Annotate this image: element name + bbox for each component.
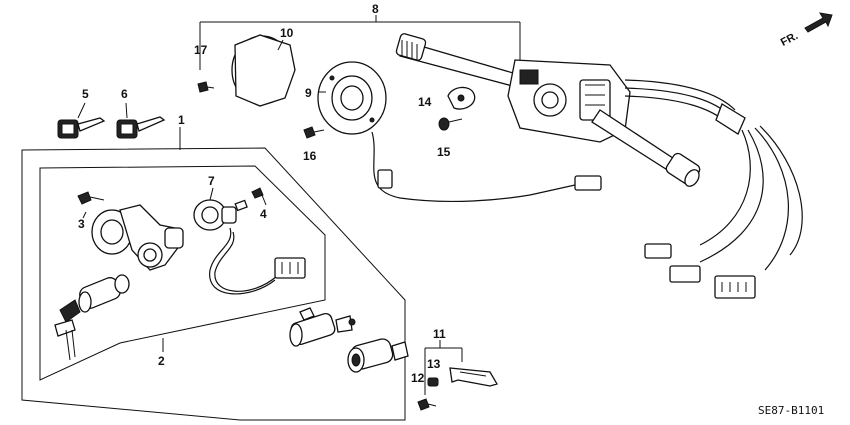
callout-1: 1 bbox=[178, 113, 185, 127]
bracket-part-11 bbox=[449, 367, 498, 387]
callout-12: 12 bbox=[411, 371, 425, 385]
callout-15: 15 bbox=[437, 145, 451, 159]
callout-9: 9 bbox=[305, 86, 312, 100]
screw-part-4 bbox=[234, 187, 267, 212]
connector-a bbox=[644, 243, 672, 259]
ignition-switch-part-7 bbox=[193, 187, 306, 295]
screw-part-16 bbox=[303, 126, 325, 139]
key-part-5 bbox=[57, 102, 106, 139]
clip-part-13 bbox=[427, 377, 439, 387]
door-cylinder-lower bbox=[347, 338, 409, 373]
callout-3: 3 bbox=[78, 217, 85, 231]
forward-arrow-icon bbox=[804, 12, 833, 33]
connector-b bbox=[669, 265, 701, 283]
diagram-code: SE87-B1101 bbox=[758, 404, 824, 417]
callout-5: 5 bbox=[82, 87, 89, 101]
assembly-2-outline bbox=[39, 165, 326, 381]
callout-7: 7 bbox=[208, 174, 215, 188]
steering-lock-body bbox=[91, 204, 184, 271]
cover-ring-part-10 bbox=[231, 34, 296, 107]
lock-cylinder-assembly bbox=[54, 274, 130, 361]
callout-14: 14 bbox=[418, 95, 432, 109]
callout-10: 10 bbox=[280, 26, 294, 40]
callout-6: 6 bbox=[121, 87, 128, 101]
callout-8: 8 bbox=[372, 2, 379, 16]
callout-4: 4 bbox=[260, 207, 267, 221]
bolt-part-12 bbox=[417, 398, 437, 411]
callout-16: 16 bbox=[303, 149, 317, 163]
combination-switch-part-8 bbox=[395, 33, 803, 299]
door-cylinder-upper bbox=[289, 307, 356, 347]
connector-c bbox=[714, 275, 756, 299]
direction-label: FR. bbox=[779, 30, 800, 49]
key-part-6 bbox=[116, 102, 166, 139]
callout-2: 2 bbox=[158, 354, 165, 368]
callout-13: 13 bbox=[427, 357, 441, 371]
cable-reel-part-9 bbox=[317, 61, 602, 203]
callout-11: 11 bbox=[433, 327, 446, 341]
cancel-cam-part-14 bbox=[447, 86, 476, 110]
screw-part-15 bbox=[438, 117, 463, 131]
screw-part-17 bbox=[197, 81, 215, 93]
assembly-1-outline bbox=[21, 147, 406, 421]
bolt-part-3 bbox=[77, 191, 105, 219]
callout-17: 17 bbox=[194, 43, 208, 57]
